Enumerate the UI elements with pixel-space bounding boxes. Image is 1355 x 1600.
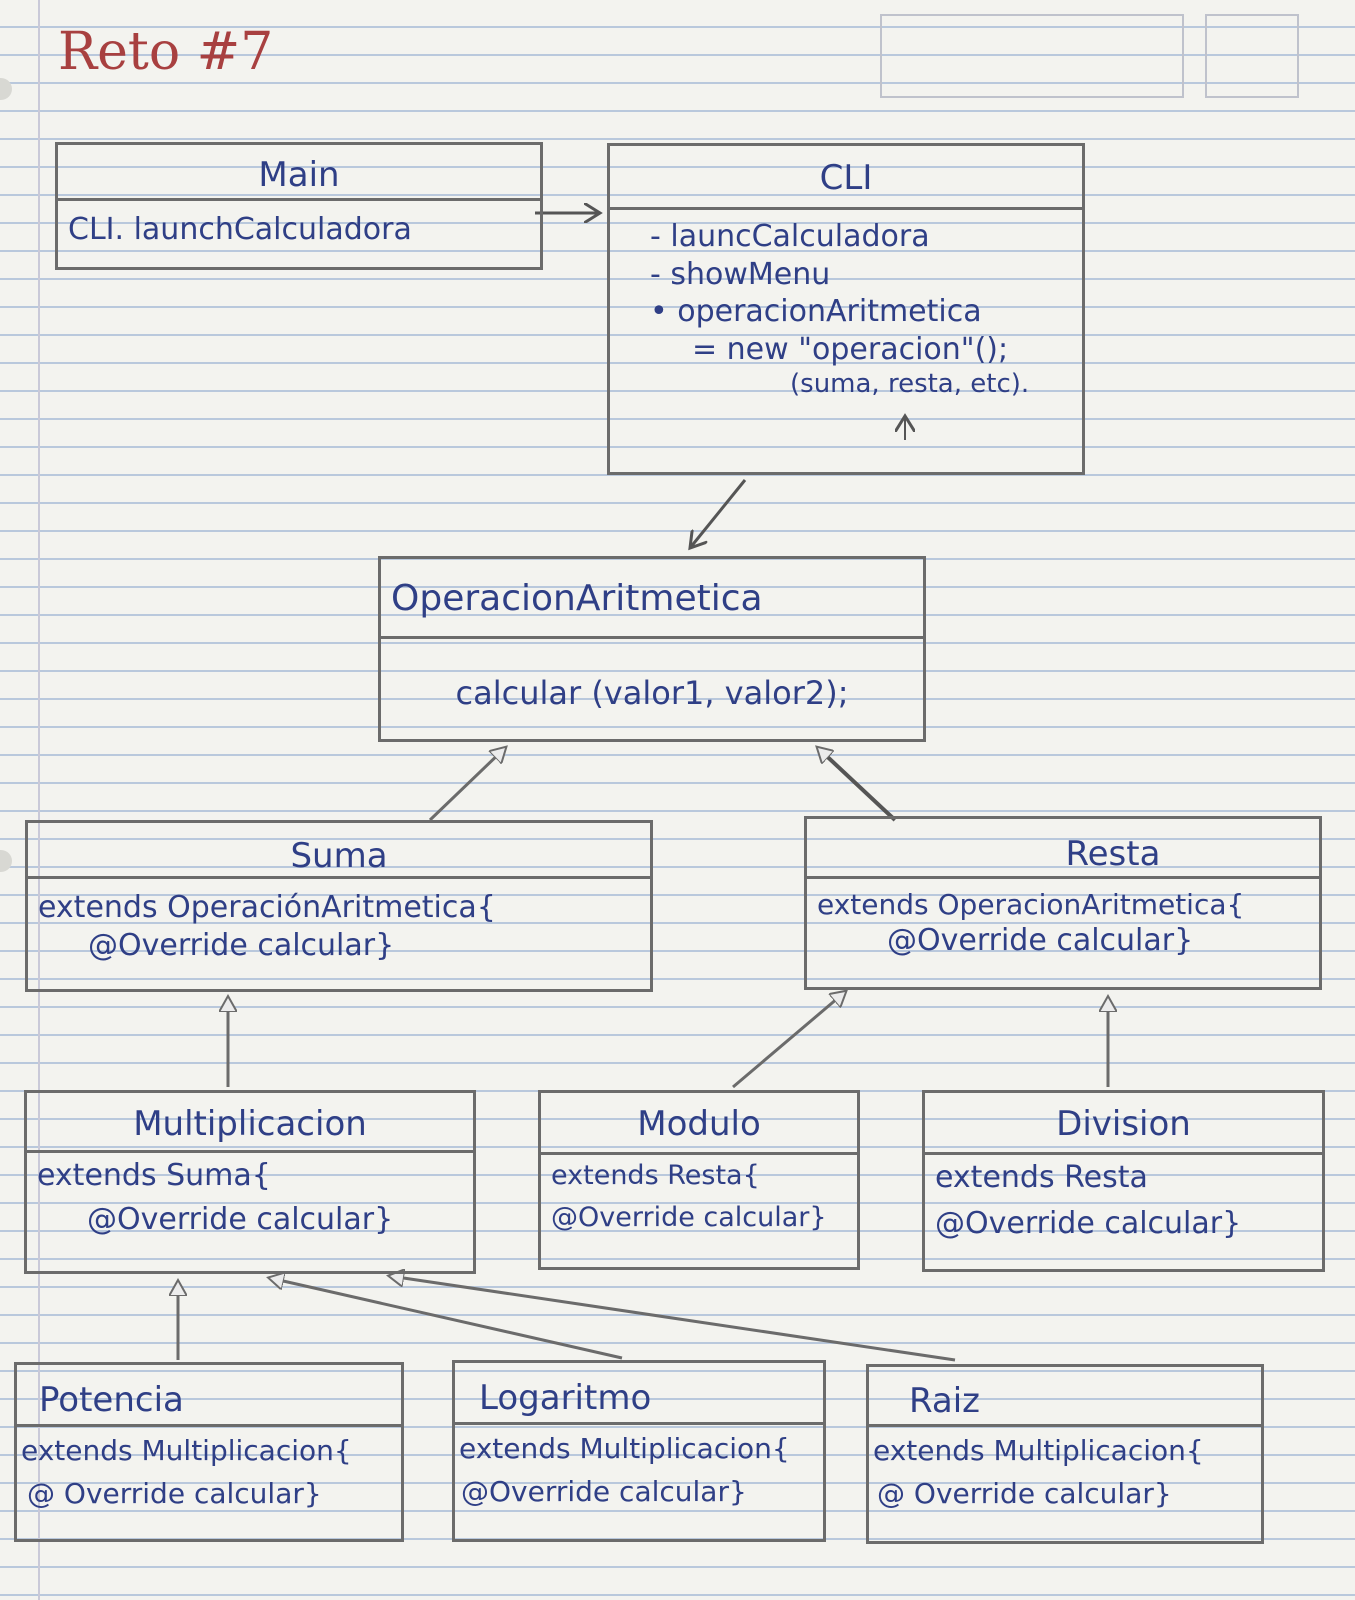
class-resta-line: extends OperacionAritmetica{ (817, 888, 1245, 921)
class-division-line: @Override calcular} (935, 1205, 1242, 1241)
binder-hole (0, 850, 12, 872)
arrow-logaritmo-to-multiplicacion (270, 1278, 623, 1360)
class-cli-line: = new "operacion"(); (692, 331, 1009, 367)
arrow-resta-to-operacion (818, 748, 897, 822)
class-modulo: Modulo extends Resta{ @Override calcular… (538, 1090, 860, 1270)
arrow-suma-to-operacion (428, 748, 505, 822)
class-main-name: Main (58, 145, 540, 201)
binder-hole (0, 78, 12, 100)
class-raiz-name: Raiz (869, 1367, 1261, 1427)
class-main: Main CLI. launchCalculadora (55, 142, 543, 270)
page-title: Reto #7 (58, 22, 274, 82)
class-potencia-name: Potencia (17, 1365, 401, 1427)
arrow-cli-to-operacion (690, 479, 747, 548)
class-cli-line: (suma, resta, etc). (790, 369, 1030, 399)
notebook-margin-line (38, 0, 40, 1600)
class-multiplicacion-line: extends Suma{ (37, 1158, 271, 1193)
class-operacion-aritmetica: OperacionAritmetica calcular (valor1, va… (378, 556, 926, 742)
class-raiz-line: @ Override calcular} (877, 1477, 1172, 1510)
class-cli: CLI - launcCalculadora - showMenu • oper… (607, 143, 1085, 475)
class-potencia-line: extends Multiplicacion{ (21, 1434, 352, 1467)
class-suma-line: @Override calcular} (88, 927, 395, 963)
class-suma: Suma extends OperaciónAritmetica{ @Overr… (25, 820, 653, 992)
class-suma-line: extends OperaciónAritmetica{ (38, 890, 496, 925)
class-cli-line: - launcCalculadora (650, 219, 930, 254)
class-logaritmo: Logaritmo extends Multiplicacion{ @Overr… (452, 1360, 826, 1542)
class-potencia-line: @ Override calcular} (27, 1477, 322, 1510)
class-multiplicacion-name: Multiplicacion (27, 1093, 473, 1153)
header-box (1205, 14, 1299, 98)
class-cli-line: - showMenu (650, 256, 831, 292)
class-cli-name: CLI (610, 146, 1082, 210)
class-division-name: Division (925, 1093, 1322, 1155)
class-raiz-line: extends Multiplicacion{ (873, 1434, 1204, 1467)
class-modulo-line: extends Resta{ (551, 1160, 760, 1191)
class-division-line: extends Resta (935, 1160, 1148, 1195)
class-logaritmo-name: Logaritmo (455, 1363, 823, 1425)
class-modulo-line: @Override calcular} (551, 1201, 827, 1233)
class-cli-line: • operacionAritmetica (650, 294, 982, 329)
class-suma-name: Suma (28, 823, 650, 879)
class-logaritmo-line: @Override calcular} (461, 1475, 747, 1508)
arrow-raiz-to-multiplicacion (390, 1276, 956, 1362)
class-logaritmo-line: extends Multiplicacion{ (459, 1432, 790, 1465)
class-operacion-aritmetica-line: calcular (valor1, valor2); (455, 674, 849, 712)
class-modulo-name: Modulo (541, 1093, 857, 1155)
class-resta-line: @Override calcular} (887, 923, 1194, 958)
class-resta: Resta extends OperacionAritmetica{ @Over… (804, 816, 1322, 990)
class-raiz: Raiz extends Multiplicacion{ @ Override … (866, 1364, 1264, 1544)
class-main-line: CLI. launchCalculadora (68, 212, 412, 247)
class-potencia: Potencia extends Multiplicacion{ @ Overr… (14, 1362, 404, 1542)
header-box (880, 14, 1184, 98)
class-division: Division extends Resta @Override calcula… (922, 1090, 1325, 1272)
class-resta-name: Resta (807, 819, 1319, 879)
class-multiplicacion: Multiplicacion extends Suma{ @Override c… (24, 1090, 476, 1274)
class-operacion-aritmetica-name: OperacionAritmetica (381, 559, 923, 639)
arrow-modulo-to-resta (732, 992, 845, 1089)
class-multiplicacion-line: @Override calcular} (87, 1201, 394, 1237)
